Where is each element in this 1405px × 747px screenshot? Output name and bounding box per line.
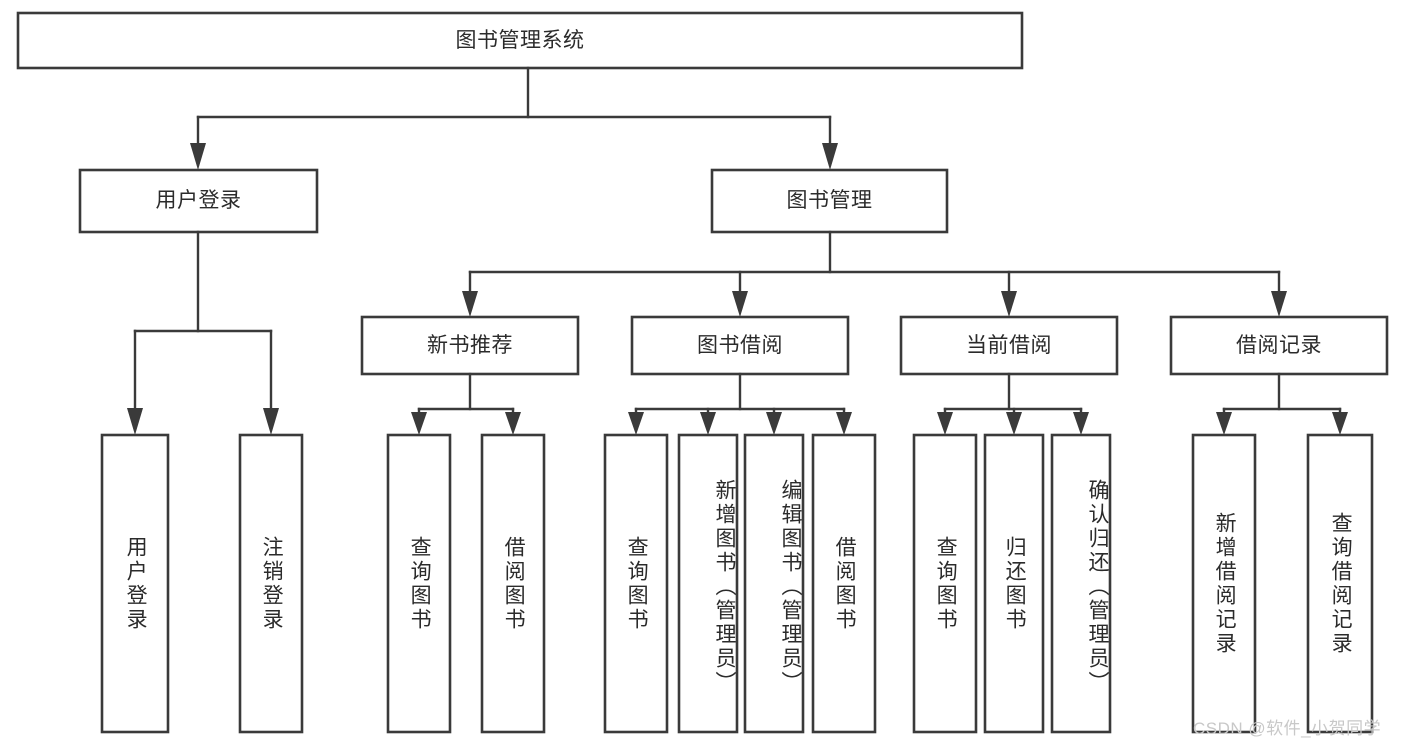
- arrow-to-current-borrow: [1001, 291, 1017, 317]
- arrow-to-leaf-query-book-2: [628, 412, 644, 435]
- arrow-to-leaf-edit-book: [766, 412, 782, 435]
- node-box-borrow-record[interactable]: [1169, 315, 1389, 376]
- node-box-new-book-recommend[interactable]: [360, 315, 580, 376]
- node-box-leaf-borrow-book-2[interactable]: [811, 433, 877, 734]
- node-box-leaf-query-book-1[interactable]: [386, 433, 452, 734]
- arrow-to-leaf-borrow-book-1: [505, 412, 521, 435]
- arrow-to-book-borrow: [732, 291, 748, 317]
- watermark-text: CSDN @软件_小贺同学: [1193, 719, 1382, 738]
- node-box-book-borrow[interactable]: [630, 315, 850, 376]
- arrow-to-leaf-add-book: [700, 412, 716, 435]
- node-box-user-login[interactable]: [78, 168, 319, 234]
- node-box-leaf-user-login[interactable]: [100, 433, 170, 734]
- arrow-to-new-book-recommend: [462, 291, 478, 317]
- node-box-leaf-query-borrow-record[interactable]: [1306, 433, 1374, 734]
- node-box-leaf-return-book[interactable]: [983, 433, 1045, 734]
- node-box-current-borrow[interactable]: [899, 315, 1119, 376]
- arrow-to-leaf-borrow-book-2: [836, 412, 852, 435]
- arrow-to-leaf-query-book-3: [937, 412, 953, 435]
- node-box-leaf-edit-book[interactable]: [743, 433, 805, 734]
- arrow-to-leaf-query-book-1: [411, 412, 427, 435]
- node-box-leaf-confirm-return[interactable]: [1050, 433, 1112, 734]
- node-box-book-management[interactable]: [710, 168, 949, 234]
- node-box-leaf-logout[interactable]: [238, 433, 304, 734]
- arrow-to-leaf-query-borrow-record: [1332, 412, 1348, 435]
- arrow-to-leaf-confirm-return: [1073, 412, 1089, 435]
- arrow-to-book-management: [822, 143, 838, 170]
- arrow-to-leaf-add-borrow-record: [1216, 412, 1232, 435]
- node-box-leaf-add-book[interactable]: [677, 433, 739, 734]
- arrow-to-leaf-return-book: [1006, 412, 1022, 435]
- arrow-to-borrow-record: [1271, 291, 1287, 317]
- arrow-to-user-login: [190, 143, 206, 170]
- node-box-leaf-borrow-book-1[interactable]: [480, 433, 546, 734]
- node-box-leaf-add-borrow-record[interactable]: [1191, 433, 1257, 734]
- node-box-leaf-query-book-2[interactable]: [603, 433, 669, 734]
- arrow-to-leaf-logout: [263, 408, 279, 435]
- arrow-to-leaf-user-login: [127, 408, 143, 435]
- node-box-root[interactable]: [16, 11, 1024, 70]
- node-box-leaf-query-book-3[interactable]: [912, 433, 978, 734]
